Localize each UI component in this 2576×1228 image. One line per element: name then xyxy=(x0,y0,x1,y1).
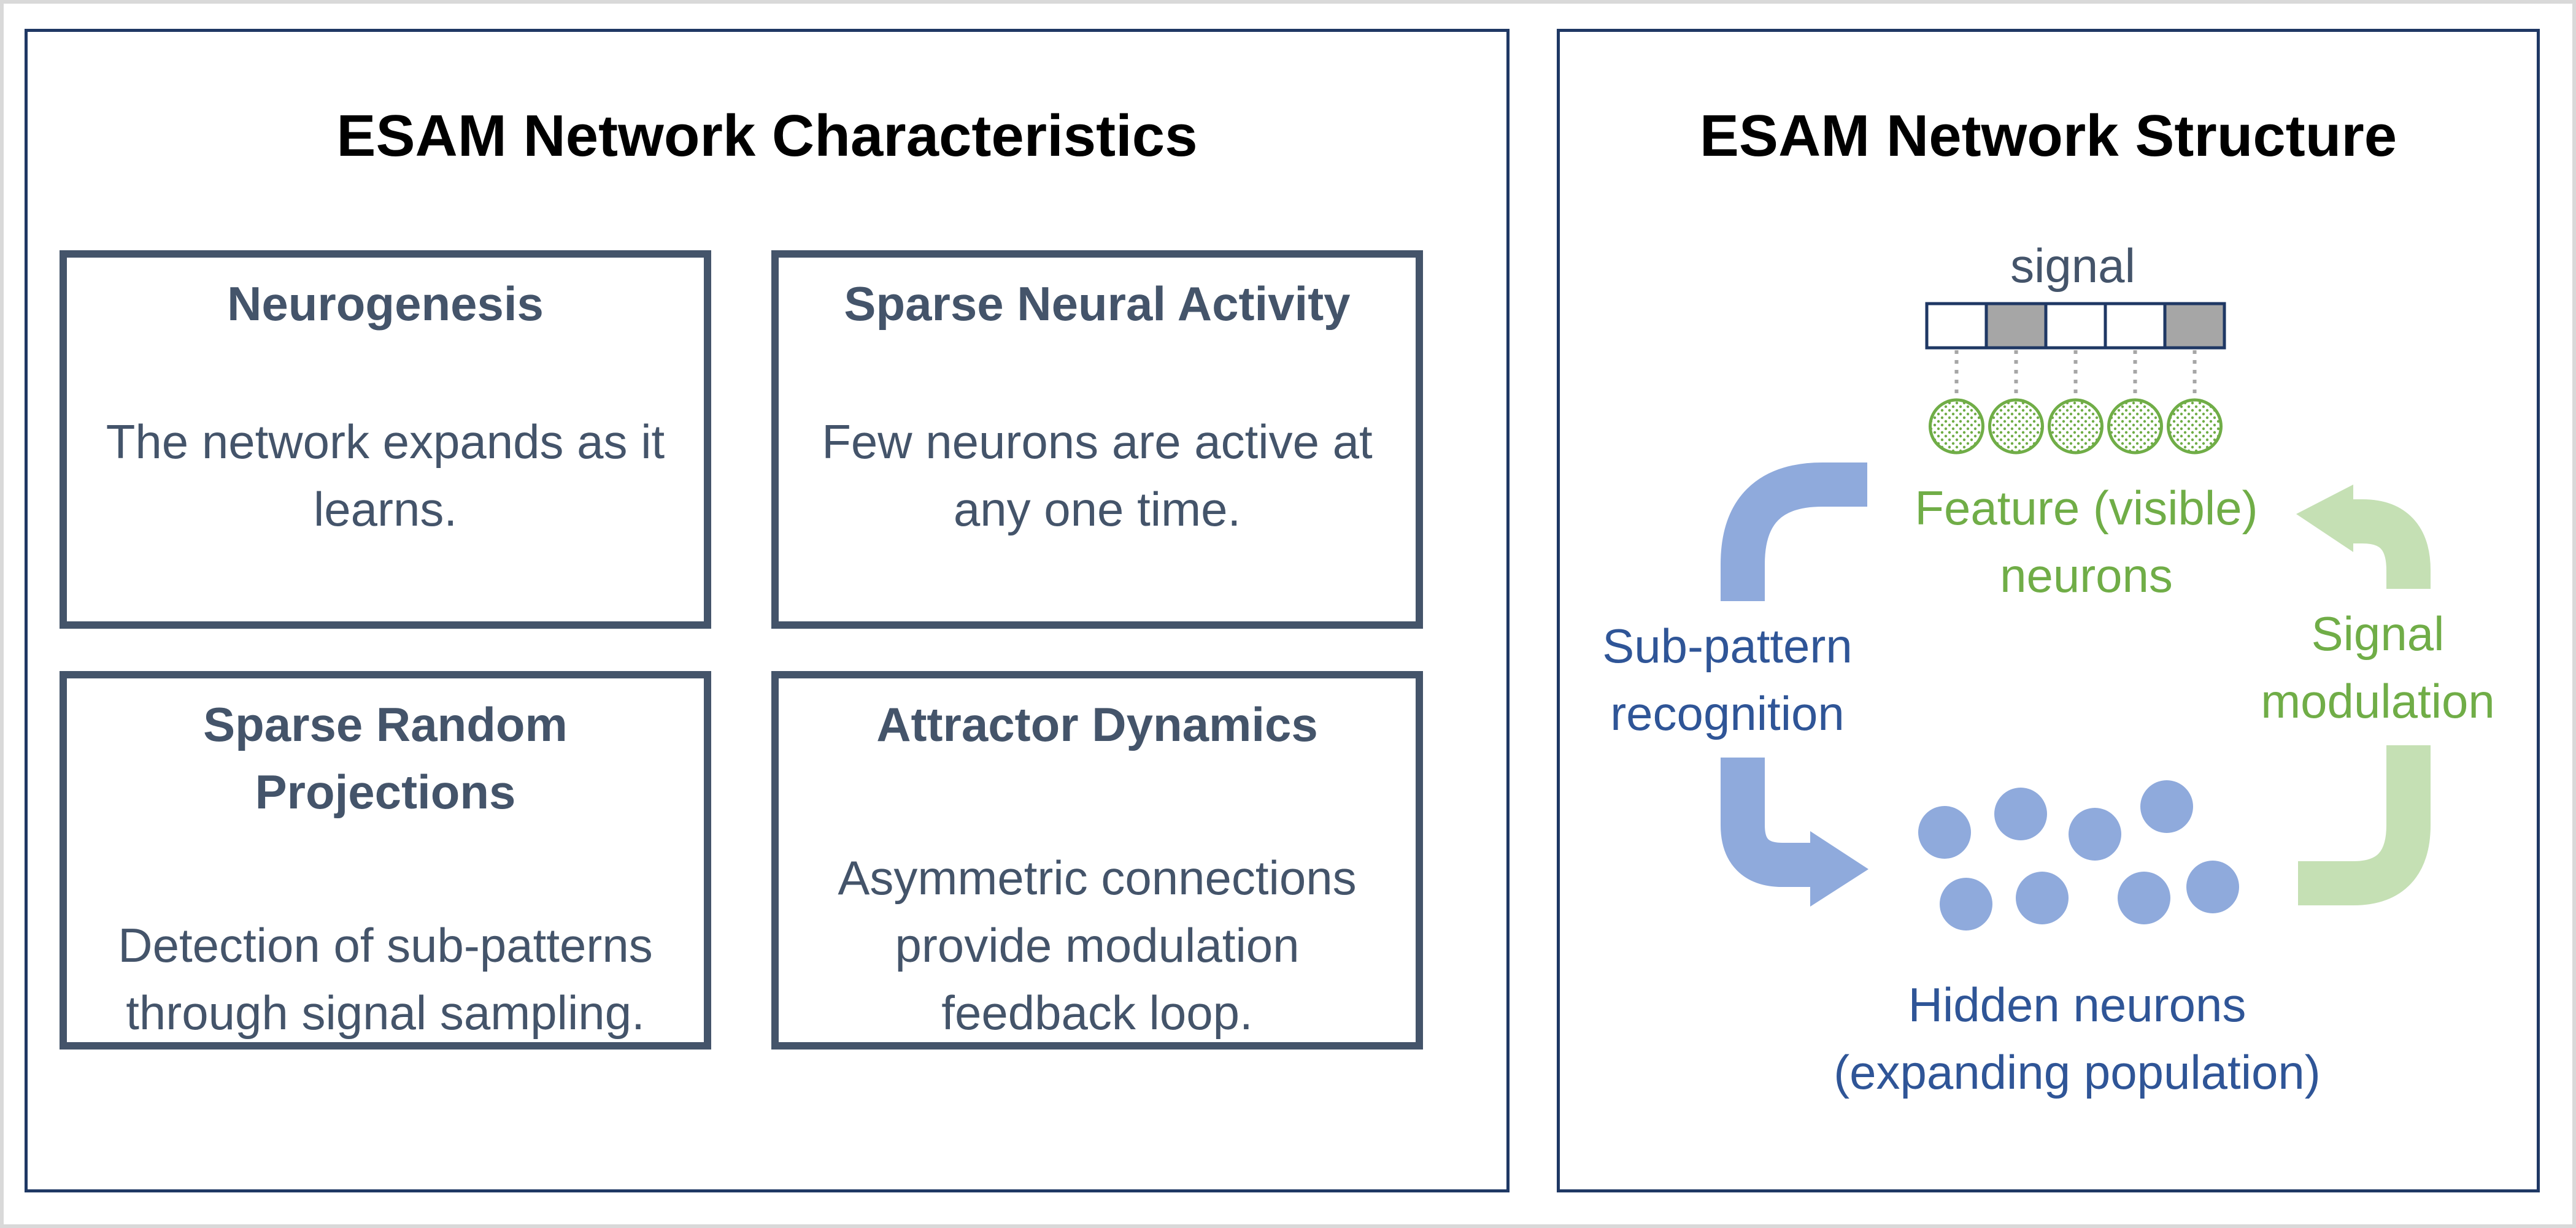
structure-title: ESAM Network Structure xyxy=(1699,103,2397,169)
feature-neuron xyxy=(1988,398,2044,455)
hidden-neuron xyxy=(2069,808,2121,861)
characteristics-panel: ESAM Network Characteristics xyxy=(25,29,1510,1192)
hidden-neuron xyxy=(1940,878,1992,931)
card-neurogenesis: Neurogenesis The network expands as it l… xyxy=(60,250,711,629)
card-title: Sparse Neural Activity xyxy=(844,277,1351,331)
signal-cell-active xyxy=(2163,302,2226,350)
card-body-line: Few neurons are active at xyxy=(822,415,1373,469)
feature-neurons xyxy=(1929,350,2223,455)
hidden-neuron xyxy=(2140,780,2193,833)
signal-label: signal xyxy=(2010,239,2135,293)
hidden-neuron xyxy=(1994,788,2047,840)
sub-pattern-label-line-2: recognition xyxy=(1610,686,1845,740)
card-body: Asymmetric connections provide modulatio… xyxy=(791,844,1403,1046)
characteristics-title: ESAM Network Characteristics xyxy=(336,103,1198,169)
card-body-line: any one time. xyxy=(953,482,1241,536)
feature-neuron xyxy=(1929,398,1984,455)
signal-modulation-label-line-2: modulation xyxy=(2261,674,2495,728)
card-body-line: through signal sampling. xyxy=(126,986,645,1040)
structure-panel: ESAM Network Structure xyxy=(1557,29,2540,1192)
card-title: Sparse Random Projections xyxy=(79,691,692,826)
card-body-line: The network expands as it xyxy=(106,415,665,469)
feature-neuron xyxy=(2048,398,2104,455)
hidden-label-line-2: (expanding population) xyxy=(1834,1045,2321,1099)
sub-pattern-arrow xyxy=(1721,462,1868,907)
signal-cell xyxy=(2104,302,2167,350)
signal-cell-active xyxy=(1984,302,2048,350)
hidden-neuron xyxy=(1918,806,1971,859)
card-title-line: Sparse Random xyxy=(203,697,568,751)
card-attractor-dynamics: Attractor Dynamics Asymmetric connection… xyxy=(771,671,1423,1050)
feature-label-line-2: neurons xyxy=(2000,548,2173,602)
signal-cell xyxy=(2044,302,2107,350)
signal-cell xyxy=(1925,302,1988,350)
card-body-line: feedback loop. xyxy=(941,986,1253,1040)
hidden-label-line-1: Hidden neurons xyxy=(1908,978,2246,1032)
feature-neuron xyxy=(2167,398,2223,455)
card-title: Attractor Dynamics xyxy=(876,697,1318,751)
hidden-neuron xyxy=(2186,861,2239,913)
card-body-line: learns. xyxy=(313,482,458,536)
card-body-line: Asymmetric connections xyxy=(838,851,1357,905)
card-sparse-random-projections: Sparse Random Projections Detection of s… xyxy=(60,671,711,1050)
signal-modulation-arrow xyxy=(2296,485,2431,905)
signal-vector xyxy=(1925,302,2226,350)
sub-pattern-label-line-1: Sub-pattern xyxy=(1602,619,1853,673)
card-body-line: provide modulation xyxy=(895,918,1300,972)
card-title-line: Projections xyxy=(255,765,516,819)
card-body: Detection of sub-patterns through signal… xyxy=(79,911,692,1046)
card-title: Neurogenesis xyxy=(227,277,544,331)
signal-modulation-label-line-1: Signal xyxy=(2312,607,2445,661)
card-body: Few neurons are active at any one time. xyxy=(791,408,1403,543)
hidden-neuron xyxy=(2118,872,2170,924)
feature-neuron xyxy=(2107,398,2163,455)
hidden-neurons xyxy=(1918,780,2239,931)
card-sparse-neural-activity: Sparse Neural Activity Few neurons are a… xyxy=(771,250,1423,629)
feature-label-line-1: Feature (visible) xyxy=(1915,481,2258,535)
card-body-line: Detection of sub-patterns xyxy=(118,918,653,972)
hidden-neuron xyxy=(2016,872,2069,924)
card-body: The network expands as it learns. xyxy=(79,408,692,543)
